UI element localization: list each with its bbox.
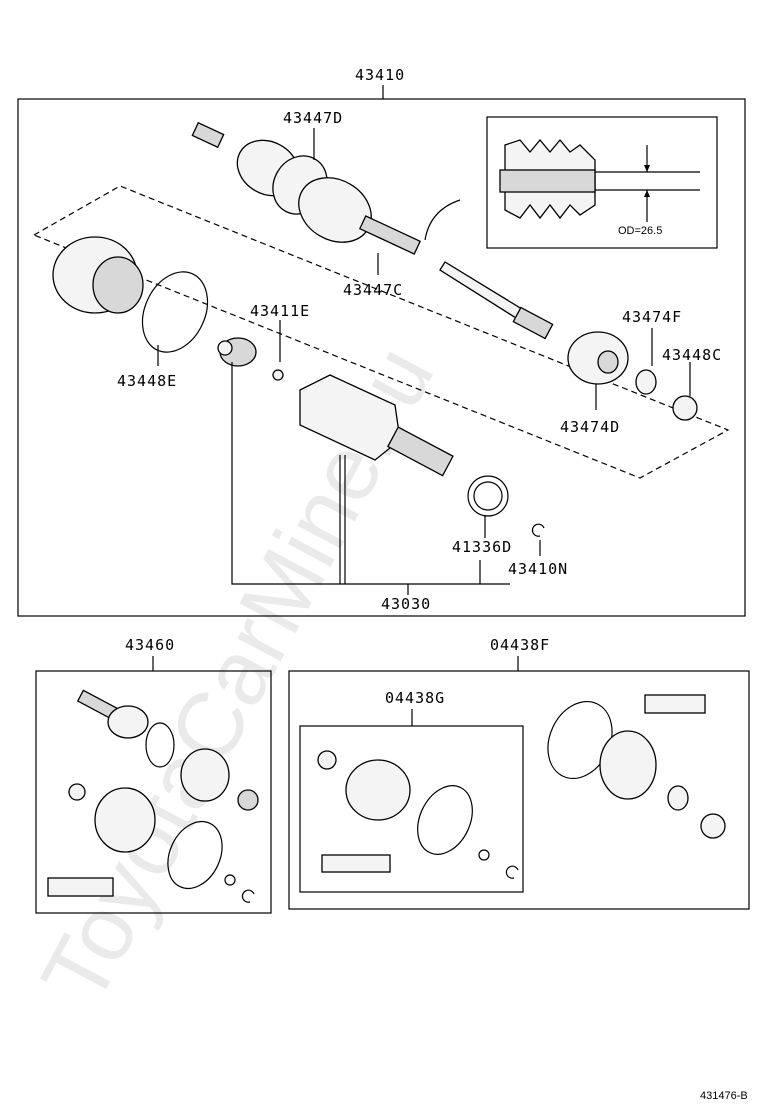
kit-43460-frame — [35, 670, 272, 914]
drive-shaft[interactable] — [439, 261, 554, 340]
label-43030[interactable]: 43030 — [381, 595, 431, 613]
label-43448C[interactable]: 43448C — [662, 346, 722, 364]
label-43447D[interactable]: 43447D — [283, 109, 343, 127]
label-41336D[interactable]: 41336D — [452, 538, 512, 556]
inset-boot-drawing — [499, 138, 700, 222]
label-43474D[interactable]: 43474D — [560, 418, 620, 436]
hole-snap-ring[interactable] — [467, 475, 509, 517]
main-assembly-frame — [17, 98, 746, 617]
snap-ring-43410N[interactable] — [531, 523, 545, 537]
inner-joint-housing[interactable] — [299, 374, 454, 477]
label-43410N[interactable]: 43410N — [508, 560, 568, 578]
dashed-region — [32, 185, 730, 479]
label-04438G[interactable]: 04438G — [385, 689, 445, 707]
label-43474F[interactable]: 43474F — [622, 308, 682, 326]
label-43411E[interactable]: 43411E — [250, 302, 310, 320]
inner-boot[interactable] — [52, 236, 144, 314]
label-43460[interactable]: 43460 — [125, 636, 175, 654]
kit-43460-parts[interactable] — [47, 689, 259, 903]
label-43447C[interactable]: 43447C — [343, 281, 403, 299]
kit-04438G-parts[interactable] — [317, 750, 519, 879]
kit-04438G-frame — [299, 725, 524, 893]
inset-od-label: OD=26.5 — [618, 225, 662, 237]
dynamic-damper[interactable] — [567, 331, 629, 385]
kit-04438F-frame — [288, 670, 750, 910]
arrow-curve — [424, 199, 461, 241]
label-43448E[interactable]: 43448E — [117, 372, 177, 390]
leaders — [157, 128, 691, 595]
damper-clamps[interactable] — [635, 369, 698, 421]
inset-frame — [486, 116, 718, 249]
kit-04438F-parts[interactable] — [536, 691, 726, 839]
outer-cv-joint[interactable] — [191, 121, 422, 255]
label-04438F[interactable]: 04438F — [490, 636, 550, 654]
boot-band-43448E[interactable] — [130, 261, 220, 362]
tripod-joint[interactable] — [217, 337, 284, 381]
figure-id: 431476-B — [700, 1090, 748, 1102]
label-43410[interactable]: 43410 — [355, 66, 405, 84]
